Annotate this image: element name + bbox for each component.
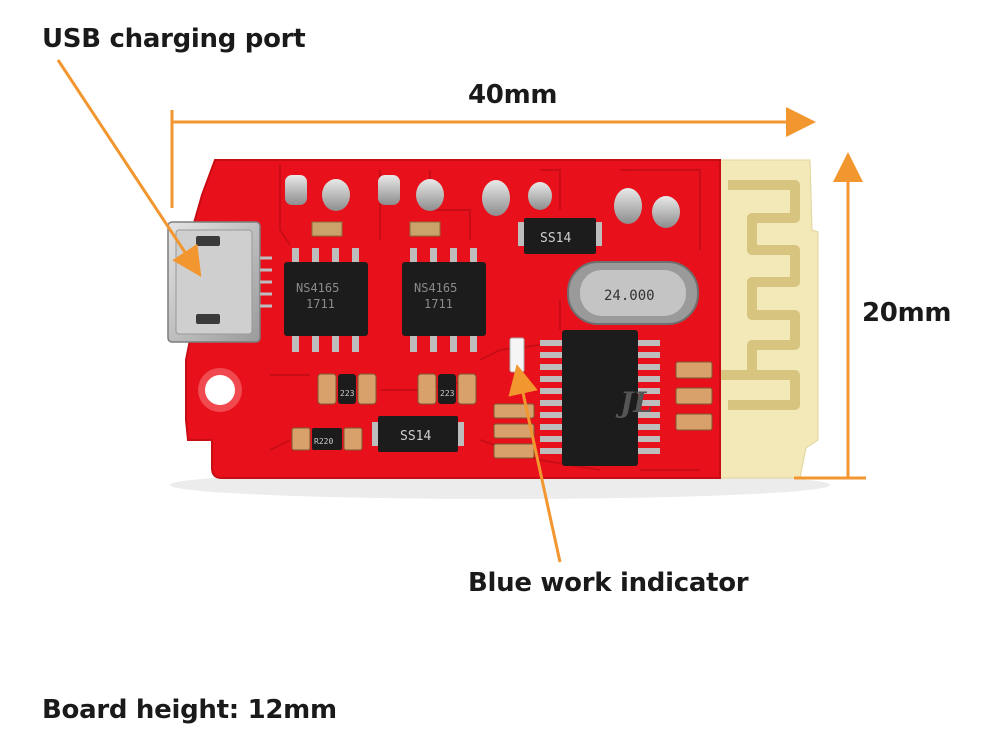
amp-chip-2-text-1: NS4165 — [414, 281, 457, 295]
diode-top: SS14 — [518, 218, 602, 254]
amp-chip-1-text-2: 1711 — [306, 297, 335, 311]
svg-text:JL: JL — [615, 386, 653, 419]
amp-chip-1-text-1: NS4165 — [296, 281, 339, 295]
work-indicator-led — [509, 337, 525, 373]
bluetooth-chip: JL — [540, 330, 660, 466]
usb-port — [167, 221, 272, 343]
solder-pads — [285, 175, 680, 228]
board-height-label: Board height: 12mm — [42, 695, 337, 725]
resistor-3-label: R220 — [314, 437, 333, 446]
width-label: 40mm — [468, 80, 558, 110]
diode-bottom-label: SS14 — [400, 429, 431, 444]
crystal-oscillator: 24.000 — [567, 261, 699, 325]
amp-chip-1: NS4165 1711 — [284, 248, 368, 352]
height-label: 20mm — [862, 298, 952, 328]
usb-port-label: USB charging port — [42, 24, 306, 54]
amp-chip-2: NS4165 1711 — [402, 248, 486, 352]
led-callout-arrow — [508, 364, 562, 563]
antenna-trace — [728, 180, 800, 410]
smd-components-top — [311, 221, 441, 237]
resistor-2-label: 223 — [440, 389, 455, 398]
diode-bottom: SS14 — [372, 416, 464, 452]
work-indicator-label: Blue work indicator — [468, 568, 749, 598]
crystal-label: 24.000 — [604, 288, 655, 304]
resistor-1-label: 223 — [340, 389, 355, 398]
mounting-hole — [205, 375, 235, 405]
diode-top-label: SS14 — [540, 231, 571, 246]
usb-callout-arrow — [56, 59, 202, 278]
amp-chip-2-text-2: 1711 — [424, 297, 453, 311]
resistors: 223 223 R220 — [291, 361, 713, 459]
